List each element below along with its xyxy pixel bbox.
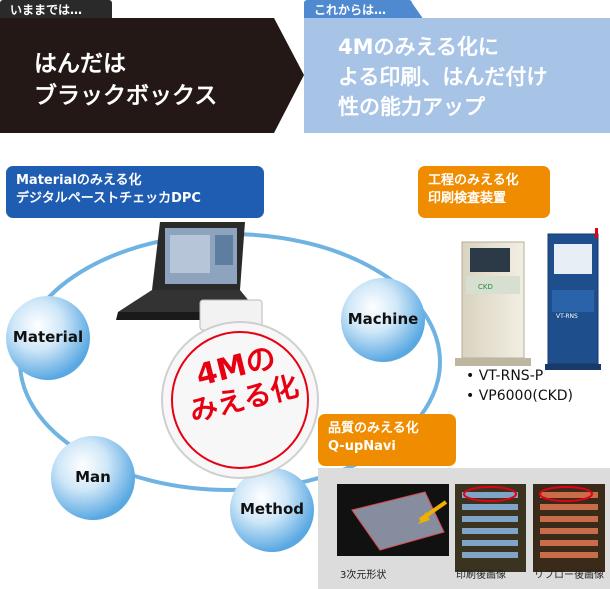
4m-badge — [161, 321, 319, 479]
before-text: はんだは ブラックボックス — [34, 51, 218, 109]
process-visualization-label: 工程のみえる化 印刷検査装置 — [418, 166, 550, 218]
caption-after-print: 印刷後画像 — [456, 570, 506, 581]
machine-circle — [341, 278, 425, 362]
man-circle — [51, 436, 135, 520]
method-circle — [230, 468, 314, 552]
inspection-machine-right: VT-RNS — [545, 228, 601, 370]
laptop-image — [116, 222, 263, 331]
svg-text:VT-RNS: VT-RNS — [556, 313, 578, 320]
before-tab: いままでは… — [0, 0, 112, 20]
diagram-canvas: CKD VT-RNS — [6, 222, 610, 589]
right-arrow-icon — [262, 18, 304, 133]
method-circle-label: Method — [240, 500, 304, 518]
material-circle-label: Material — [12, 328, 84, 346]
quality-image-panel — [318, 468, 610, 589]
quality-visualization-label: 品質のみえる化 Q-upNavi — [318, 414, 456, 466]
caption-after-reflow: リフロー後画像 — [534, 570, 604, 581]
machine-list: • VT-RNS-P • VP6000(CKD) — [466, 368, 574, 404]
caption-3d-shape: 3次元形状 — [340, 570, 387, 581]
man-circle-label: Man — [75, 468, 111, 486]
after-panel: 4Mのみえる化に よる印刷、はんだ付け 性の能力アップ — [304, 18, 610, 133]
material-circle — [6, 296, 90, 380]
after-tab-corner — [410, 0, 424, 20]
material-visualization-label: Materialのみえる化 デジタルペーストチェッカDPC — [6, 166, 264, 218]
before-panel: はんだは ブラックボックス — [0, 18, 265, 133]
inspection-machine-left: CKD — [455, 241, 531, 366]
after-tab: これからは… — [304, 0, 412, 20]
machine-circle-label: Machine — [347, 310, 419, 328]
svg-text:CKD: CKD — [478, 283, 493, 291]
after-text: 4Mのみえる化に よる印刷、はんだ付け 性の能力アップ — [338, 35, 548, 119]
